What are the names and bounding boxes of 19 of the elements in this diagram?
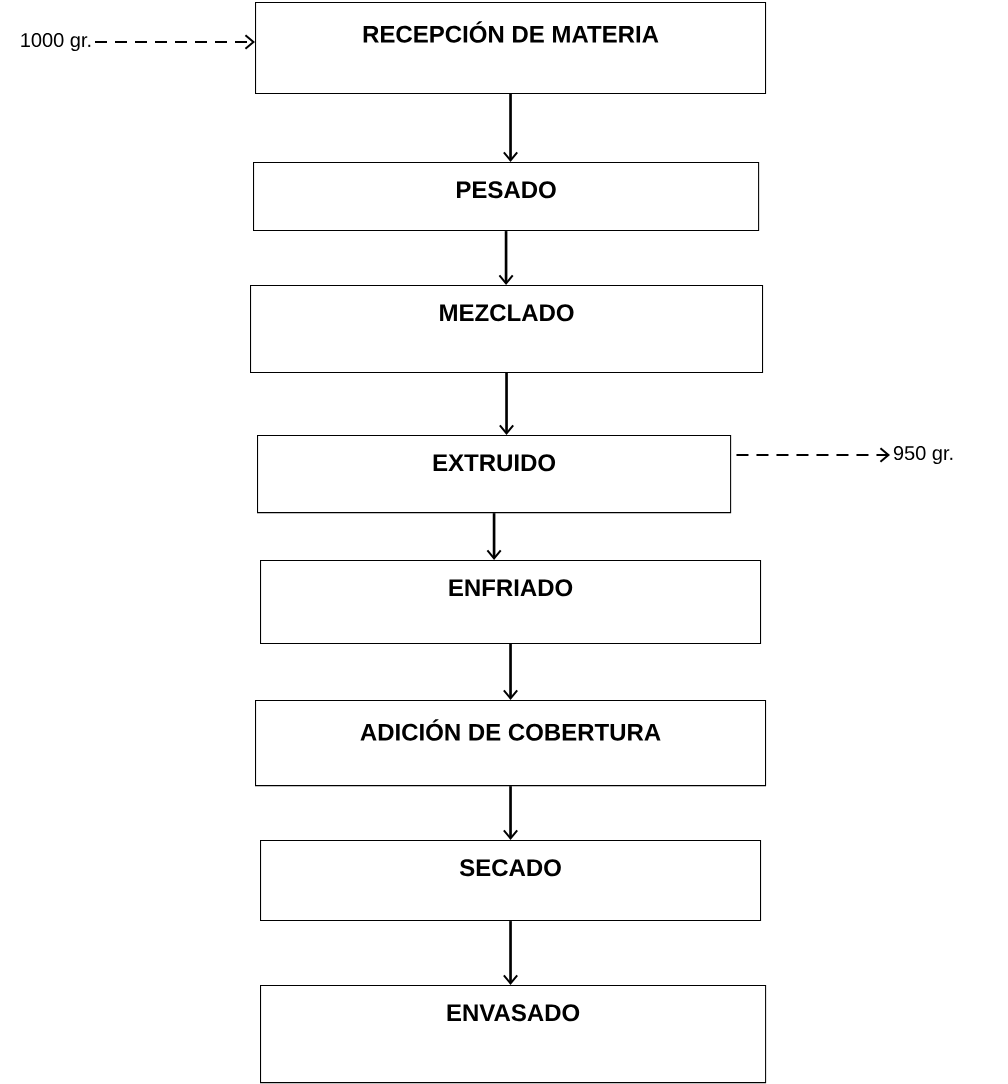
arrow: [486, 513, 502, 560]
quantity-label: 1000 gr.: [21, 32, 91, 52]
process-box: ADICIÓN DE COBERTURA: [255, 700, 767, 787]
process-box: EXTRUIDO: [257, 435, 732, 514]
arrow: [502, 786, 519, 840]
process-box: SECADO: [260, 840, 762, 922]
process-box: MEZCLADO: [250, 285, 764, 373]
arrow: [502, 644, 519, 700]
process-box: ENVASADO: [260, 985, 767, 1084]
process-box: RECEPCIÓN DE MATERIA: [255, 2, 767, 94]
arrow: [735, 447, 890, 463]
arrow: [498, 231, 514, 285]
process-box: PESADO: [253, 162, 760, 232]
arrow: [502, 921, 519, 985]
quantity-label: 950 gr.: [893, 445, 953, 465]
arrow: [502, 94, 519, 162]
process-box: ENFRIADO: [260, 560, 762, 644]
arrow: [94, 34, 255, 50]
arrow: [498, 373, 515, 435]
